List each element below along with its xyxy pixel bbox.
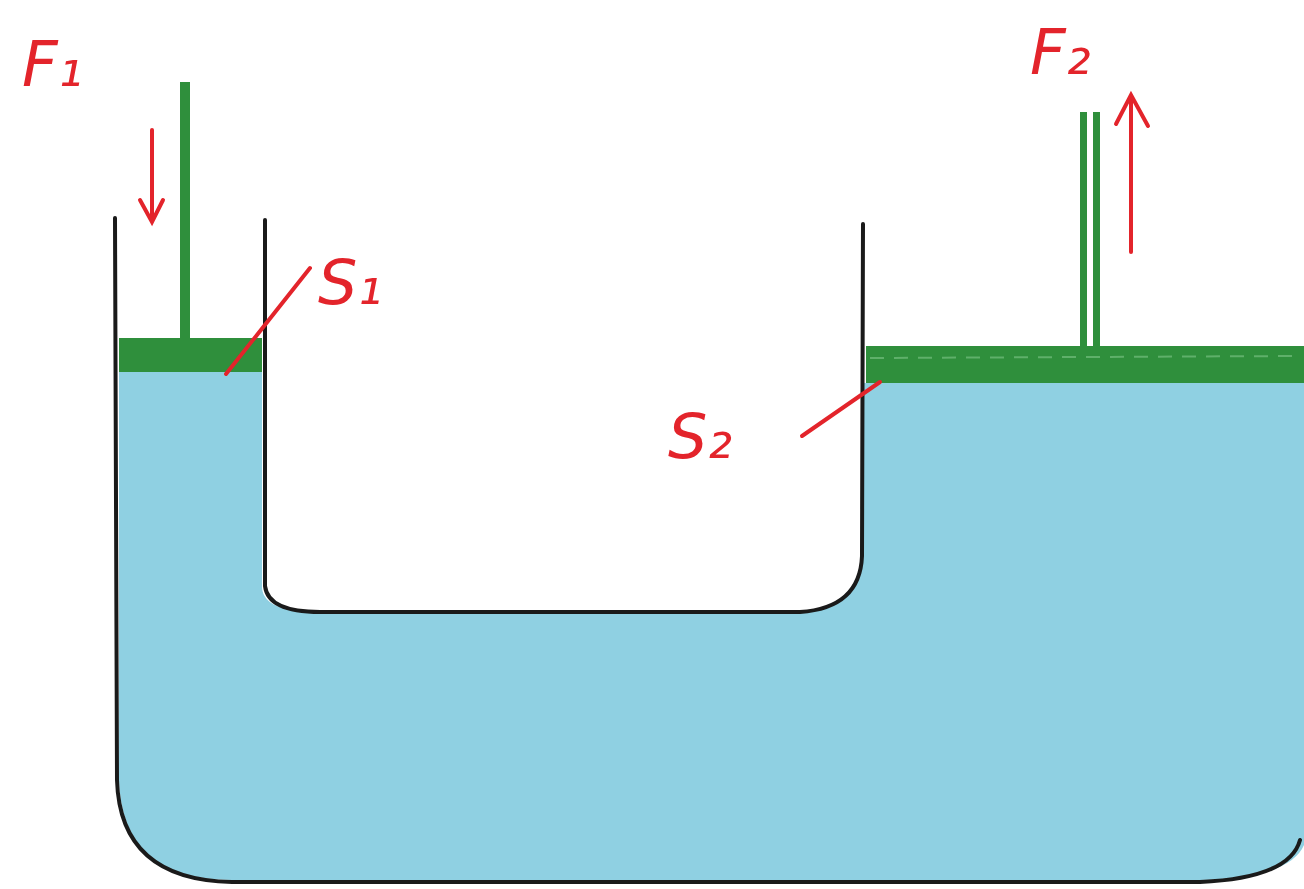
- vessel-outer-wall: [115, 218, 1300, 882]
- force-arrow-down: [140, 130, 163, 222]
- force-arrow-up: [1116, 95, 1148, 252]
- liquid: [119, 372, 1304, 880]
- large-piston-rod-right: [1093, 112, 1100, 348]
- vessel-inner-wall: [265, 220, 863, 612]
- small-piston-rod: [180, 82, 190, 340]
- large-piston-rod-left: [1080, 112, 1087, 348]
- area-label: S₁: [318, 252, 382, 314]
- force-label: F₂: [1030, 22, 1091, 84]
- large-piston: [866, 346, 1304, 383]
- force-label: F₁: [22, 34, 83, 96]
- area-label: S₂: [668, 406, 732, 468]
- piston-shading: [870, 356, 1300, 358]
- leader-line: [802, 382, 880, 436]
- leader-line: [226, 268, 310, 374]
